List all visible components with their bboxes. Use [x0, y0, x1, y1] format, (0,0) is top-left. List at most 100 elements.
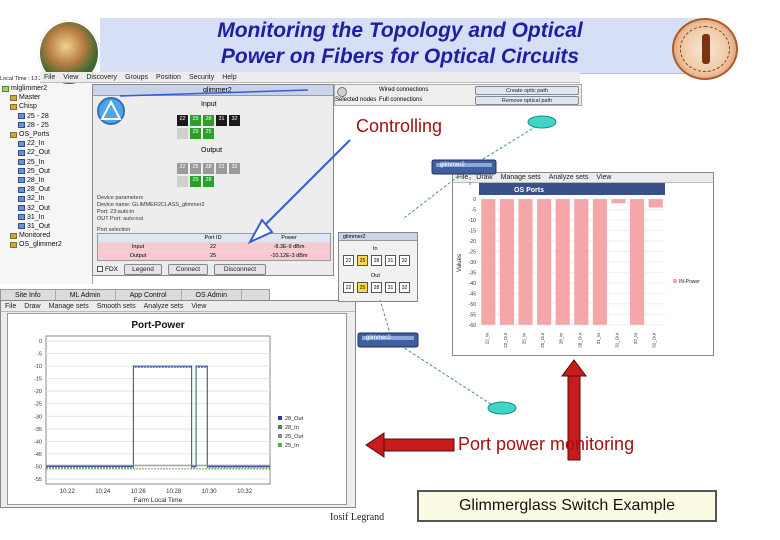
y-tick-label: -25 [469, 249, 476, 255]
port-cell[interactable]: 31 [216, 115, 227, 126]
port-cell[interactable]: 32 [229, 115, 240, 126]
tree-item[interactable]: 32_In [0, 194, 92, 203]
wired-connections-radio[interactable]: Wired connections [379, 87, 429, 93]
topology-blob-top[interactable] [527, 115, 557, 129]
param-line: Port: 23:auto:in [97, 209, 135, 215]
tree-item[interactable]: 28 - 25 [0, 121, 92, 130]
menu-item-view[interactable]: View [191, 302, 207, 310]
full-connections-radio[interactable]: Full connections [379, 97, 423, 103]
params-title: Device parameters [97, 195, 144, 201]
create-path-button[interactable]: Create optic path [475, 86, 579, 95]
tree-item[interactable]: 31_In [0, 213, 92, 222]
menu-item-draw[interactable]: Draw [24, 302, 41, 310]
mini-port-cell[interactable]: 31 [385, 255, 396, 266]
remove-path-button[interactable]: Remove optical path [475, 96, 579, 105]
tree-item[interactable]: OS_glimmer2 [0, 240, 92, 249]
tab-ml-admin[interactable]: ML Admin [56, 290, 116, 300]
port-cell[interactable]: 31 [216, 163, 227, 174]
institute-seal-icon [672, 18, 738, 80]
tree-item-label: 25 - 28 [27, 112, 49, 120]
port-cell[interactable]: 25 [190, 115, 201, 126]
menu-item-view[interactable]: View [63, 73, 79, 81]
y-tick-label: -15 [469, 229, 476, 235]
tree-item[interactable]: mlglimmer2 [0, 84, 92, 93]
x-tick-label: 22_Out [503, 332, 508, 348]
port-cell[interactable]: 32 [229, 163, 240, 174]
mini-port-cell[interactable]: 25 [357, 255, 368, 266]
connect-button[interactable]: Connect [168, 263, 208, 275]
tree-item[interactable]: OS_Ports [0, 130, 92, 139]
tree-item[interactable]: 28_Out [0, 185, 92, 194]
menu-item-help[interactable]: Help [222, 73, 237, 81]
menu-item-view[interactable]: View [596, 174, 612, 181]
disconnect-button[interactable]: Disconnect [214, 263, 266, 275]
menu-item-file[interactable]: File [44, 73, 56, 81]
port-cell[interactable]: 28 [203, 176, 214, 187]
tree-item[interactable]: 32_Out [0, 203, 92, 212]
mini-port-cell[interactable]: 28 [371, 255, 382, 266]
menu-item-manage-sets[interactable]: Manage sets [500, 174, 541, 181]
menu-item-analyze-sets[interactable]: Analyze sets [548, 174, 589, 181]
tree-item-label: 32_In [27, 195, 45, 203]
x-tick-label: 28_In [559, 333, 564, 345]
tree-item[interactable]: 25_Out [0, 167, 92, 176]
mini-port-cell[interactable]: 22 [343, 255, 354, 266]
tree-item[interactable]: 22_Out [0, 148, 92, 157]
tree-item[interactable]: Chisp [0, 102, 92, 111]
y-axis-label: Values [457, 254, 463, 272]
port-cell[interactable]: 25 [190, 163, 201, 174]
tree-item[interactable]: Monitored [0, 231, 92, 240]
mini-port-cell[interactable]: 31 [385, 282, 396, 293]
menu-item-position[interactable]: Position [156, 73, 181, 81]
menu-item-file[interactable]: File [5, 302, 17, 310]
tree-item[interactable]: 25_In [0, 158, 92, 167]
port-cell[interactable] [177, 128, 188, 139]
selected-nodes-checkbox[interactable]: Selected nodes [335, 97, 377, 103]
topology-blob-bottom[interactable] [487, 401, 517, 415]
mini-port-cell[interactable]: 22 [343, 282, 354, 293]
topology-node-top[interactable] [431, 159, 497, 175]
tree-item[interactable]: Master [0, 93, 92, 102]
menu-item-analyze-sets[interactable]: Analyze sets [143, 302, 184, 310]
menu-item-security[interactable]: Security [188, 73, 215, 81]
mini-port-cell[interactable]: 32 [399, 282, 410, 293]
port-cell[interactable]: 28 [203, 163, 214, 174]
tab-os-admin[interactable]: OS Admin [182, 290, 243, 300]
legend-label: 28_In [285, 425, 299, 431]
legend-swatch [278, 443, 282, 447]
tree-item[interactable]: 22_In [0, 139, 92, 148]
y-tick-label: -30 [34, 414, 42, 420]
port-cell[interactable]: 25 [203, 128, 214, 139]
tree-item-label: Monitored [19, 232, 51, 240]
menu-item-file[interactable]: File [457, 174, 469, 181]
menu-item-smooth-sets[interactable]: Smooth sets [96, 302, 136, 310]
tree-item-label: 31_In [27, 213, 45, 221]
legend-button[interactable]: Legend [124, 263, 162, 275]
port-cell[interactable]: 22 [177, 163, 188, 174]
menu-item-manage-sets[interactable]: Manage sets [48, 302, 89, 310]
tab-app-control[interactable]: App Control [116, 290, 182, 300]
chart-title: Port-Power [131, 320, 184, 331]
mini-port-cell[interactable]: 32 [399, 255, 410, 266]
tree-item[interactable]: 31_Out [0, 222, 92, 231]
menu-item-groups[interactable]: Groups [125, 73, 149, 81]
menu-item-draw[interactable]: Draw [476, 174, 493, 181]
tree-item[interactable]: 28_In [0, 176, 92, 185]
port-cell[interactable]: 28 [203, 115, 214, 126]
port-cell[interactable]: 29 [190, 128, 201, 139]
fdx-checkbox[interactable]: FDX [97, 266, 118, 273]
menu-item-discovery[interactable]: Discovery [86, 73, 118, 81]
mini-port-cell[interactable]: 25 [357, 282, 368, 293]
tab-site-info[interactable]: Site Info [1, 290, 56, 300]
mini-port-cell[interactable]: 28 [371, 282, 382, 293]
tree-item[interactable]: 25 - 28 [0, 112, 92, 121]
folder-icon [10, 94, 17, 101]
port-cell[interactable]: 22 [177, 115, 188, 126]
port-cell[interactable]: 25 [190, 176, 201, 187]
topology-node-bottom[interactable] [357, 332, 419, 348]
port-cell[interactable] [177, 176, 188, 187]
tree-item-label: 22_In [27, 140, 45, 148]
